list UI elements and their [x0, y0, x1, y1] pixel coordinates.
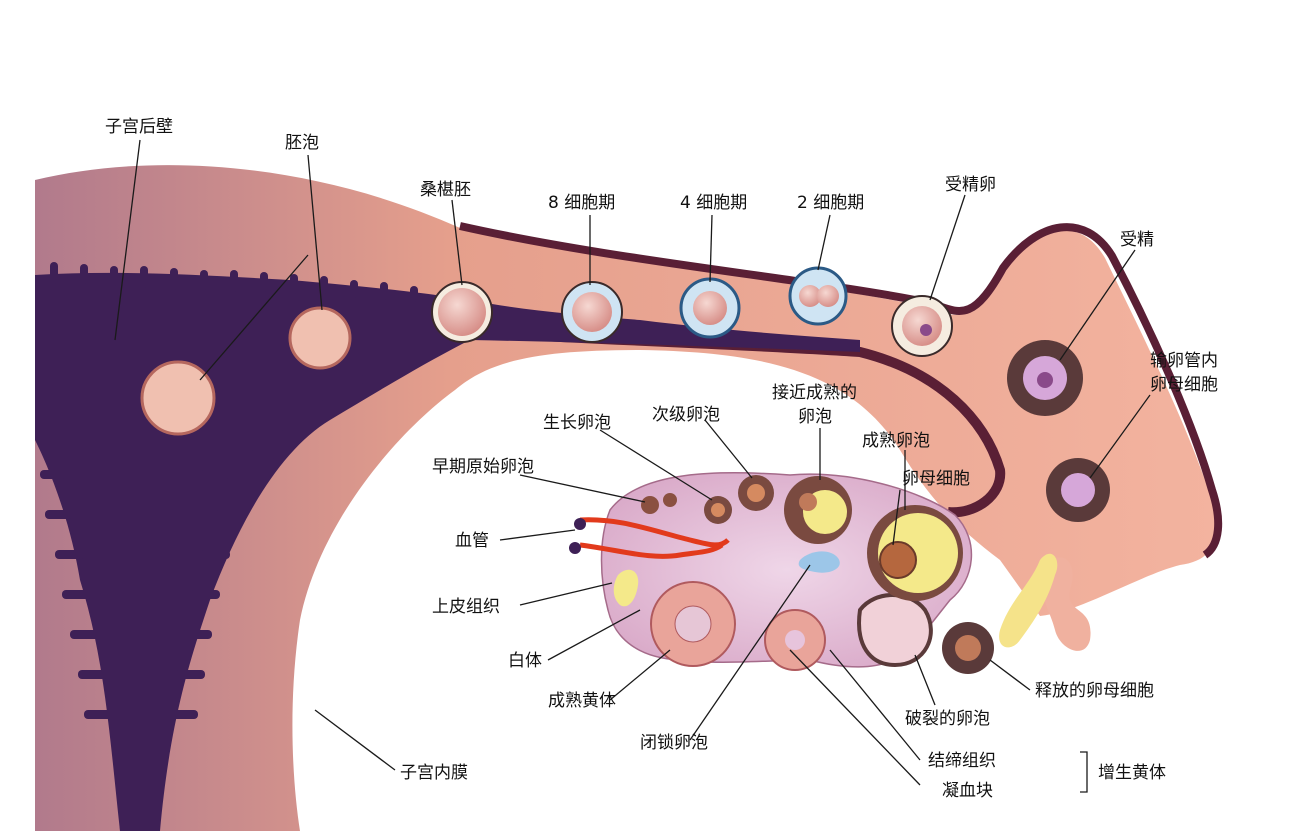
primordial-follicle-2 — [663, 493, 677, 507]
mature-follicle-oocyte — [879, 541, 917, 579]
secondary-oocyte — [747, 484, 765, 502]
label-endometrium: 子宫内膜 — [400, 763, 468, 783]
tube-oocyte — [1061, 473, 1095, 507]
labels: 子宫后壁 胚泡 桑椹胚 8 细胞期 4 细胞期 2 细胞期 受精卵 受精 输卵管… — [105, 117, 1218, 801]
label-blastocyst: 胚泡 — [285, 133, 319, 153]
corpus-luteum-core — [674, 605, 712, 643]
label-fertilization: 受精 — [1120, 230, 1154, 250]
label-two-cell: 2 细胞期 — [797, 193, 864, 213]
label-blood-clot: 凝血块 — [942, 781, 993, 801]
label-four-cell: 4 细胞期 — [680, 193, 747, 213]
eight-cell-cells — [572, 292, 612, 332]
label-early-primordial: 早期原始卵泡 — [432, 457, 534, 477]
two-cell-a — [799, 285, 821, 307]
ruptured-follicle — [857, 593, 933, 668]
label-oocyte-in-tube-1: 输卵管内 — [1150, 351, 1218, 371]
primordial-follicle — [641, 496, 659, 514]
label-fertilized-egg: 受精卵 — [945, 175, 996, 195]
label-morula: 桑椹胚 — [420, 180, 471, 200]
label-connective-tissue: 结缔组织 — [928, 751, 996, 771]
label-growing-follicle: 生长卵泡 — [543, 413, 611, 433]
label-oocyte-in-tube-2: 卵母细胞 — [1150, 375, 1218, 395]
cervical-canal — [119, 700, 160, 831]
ovary — [569, 471, 973, 671]
atretic-core — [785, 630, 805, 650]
label-corpus-albicans: 白体 — [508, 651, 542, 671]
label-blood-vessel: 血管 — [455, 531, 489, 551]
leader-lines — [114, 139, 1151, 793]
label-secondary-follicle: 次级卵泡 — [652, 405, 720, 425]
label-released-oocyte: 释放的卵母细胞 — [1035, 681, 1154, 701]
label-proliferating-corpus-luteum: 增生黄体 — [1098, 763, 1166, 783]
label-uterus-posterior-wall: 子宫后壁 — [105, 117, 173, 137]
label-approaching-mature-2: 卵泡 — [798, 407, 832, 427]
growing-oocyte — [711, 503, 725, 517]
near-mature-oocyte — [799, 493, 817, 511]
blastocyst-implanted — [140, 360, 216, 436]
blastocyst — [288, 306, 352, 370]
epithelium-blob — [613, 569, 639, 607]
label-mature-follicle: 成熟卵泡 — [862, 430, 930, 451]
vessel-end-2 — [569, 542, 581, 554]
tube-wall — [459, 222, 1223, 559]
two-cell-b — [817, 285, 839, 307]
four-cell-cells — [693, 291, 727, 325]
label-ruptured-follicle: 破裂的卵泡 — [905, 709, 990, 729]
morula-cells — [438, 288, 486, 336]
label-oocyte: 卵母细胞 — [902, 469, 970, 489]
fertilization-nucleus — [1037, 372, 1053, 388]
label-mature-corpus-luteum: 成熟黄体 — [548, 690, 616, 711]
label-epithelium: 上皮组织 — [432, 597, 500, 617]
uterine-cavity — [35, 272, 860, 831]
ovulation-fluid — [999, 553, 1058, 648]
embryo-stages — [140, 266, 1110, 674]
vessel-end — [574, 518, 586, 530]
fertilized-egg-nucleus — [920, 324, 932, 336]
label-approaching-mature-1: 接近成熟的 — [772, 382, 857, 403]
label-atretic-follicle: 闭锁卵泡 — [640, 733, 708, 753]
vessel-red-2 — [579, 542, 724, 559]
label-eight-cell: 8 细胞期 — [548, 193, 615, 213]
released-oocyte — [955, 635, 981, 661]
endometrium-folds — [40, 262, 418, 719]
